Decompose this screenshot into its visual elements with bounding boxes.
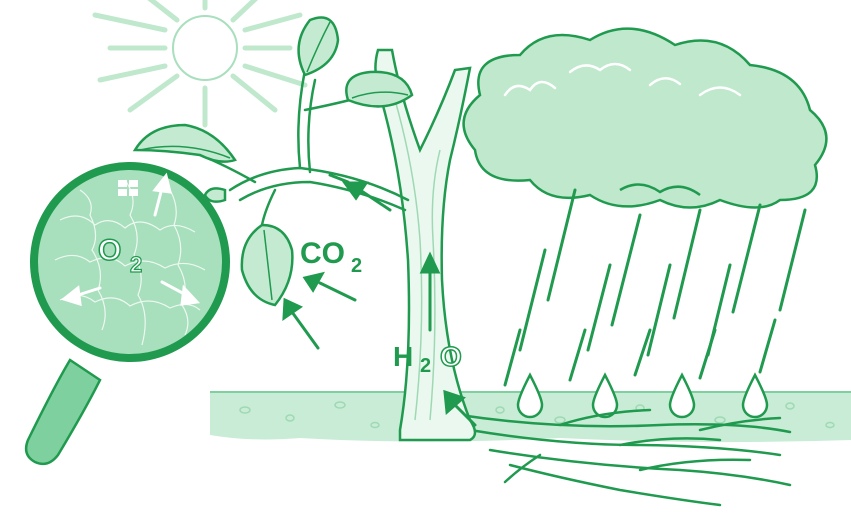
leaf: [346, 72, 412, 107]
co2-label-co: CO: [300, 237, 345, 270]
oxygen-label-o: O: [98, 234, 121, 267]
tree-trunk: [375, 50, 475, 440]
sun: [95, 0, 305, 125]
water-label-o: O: [440, 341, 462, 372]
leaf: [242, 225, 293, 305]
rain-streaks: [505, 190, 805, 385]
magnifying-glass: [26, 162, 230, 464]
rain-cloud: [464, 29, 827, 208]
co2-label-subscript: 2: [351, 255, 362, 277]
water-label-h: H: [393, 341, 413, 372]
co2-label: CO 2: [300, 237, 362, 277]
leaf: [135, 125, 235, 162]
co2-arrows: [284, 274, 355, 348]
oxygen-label-subscript: 2: [130, 252, 142, 277]
water-label-subscript: 2: [420, 355, 431, 377]
